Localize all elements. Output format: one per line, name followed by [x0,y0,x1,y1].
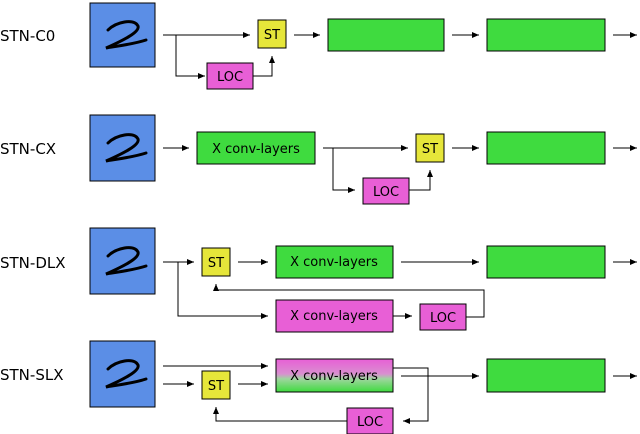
handwritten-digit-icon [105,359,148,389]
row-label: STN-DLX [0,254,66,272]
st-block: ST [415,133,445,163]
row-stn-slx: STN-SLX ST X conv-layers LOC [0,340,637,434]
st-block: ST [201,370,231,400]
input-image [89,227,156,295]
svg-text:X conv-layers: X conv-layers [290,255,378,270]
svg-text:LOC: LOC [430,311,456,326]
conv-block-shared: X conv-layers [275,358,394,393]
svg-text:ST: ST [264,28,280,43]
handwritten-digit-icon [105,133,148,163]
green-block [486,131,606,165]
input-image [89,2,156,68]
handwritten-digit-icon [105,246,148,276]
svg-text:X conv-layers: X conv-layers [212,142,300,157]
row-stn-cx: STN-CX X conv-layers ST LOC [0,114,637,205]
svg-text:X conv-layers: X conv-layers [290,369,378,384]
green-block [486,18,606,52]
row-label: STN-SLX [0,366,63,384]
svg-text:LOC: LOC [357,415,383,430]
svg-text:ST: ST [208,256,224,271]
input-image [89,114,156,182]
conv-block-top: X conv-layers [275,245,394,279]
loc-block: LOC [206,62,254,90]
row-stn-c0: STN-C0 ST LOC [0,2,637,90]
svg-text:ST: ST [208,379,224,394]
svg-text:X conv-layers: X conv-layers [290,309,378,324]
svg-text:LOC: LOC [373,185,399,200]
conv-block: X conv-layers [196,131,316,165]
row-stn-dlx: STN-DLX ST X conv-layers X conv-layers L… [0,227,637,333]
st-block: ST [201,247,231,277]
svg-text:LOC: LOC [217,70,243,85]
svg-text:ST: ST [422,142,438,157]
green-block [327,18,445,52]
row-label: STN-C0 [0,27,55,45]
loc-block: LOC [346,407,394,434]
loc-block: LOC [419,303,467,331]
green-block [486,245,606,279]
st-block: ST [257,19,287,49]
row-label: STN-CX [0,140,56,158]
conv-block-bottom: X conv-layers [275,299,394,333]
loc-block: LOC [362,177,410,205]
input-image [89,340,156,408]
green-block [486,358,606,393]
handwritten-digit-icon [105,20,148,50]
